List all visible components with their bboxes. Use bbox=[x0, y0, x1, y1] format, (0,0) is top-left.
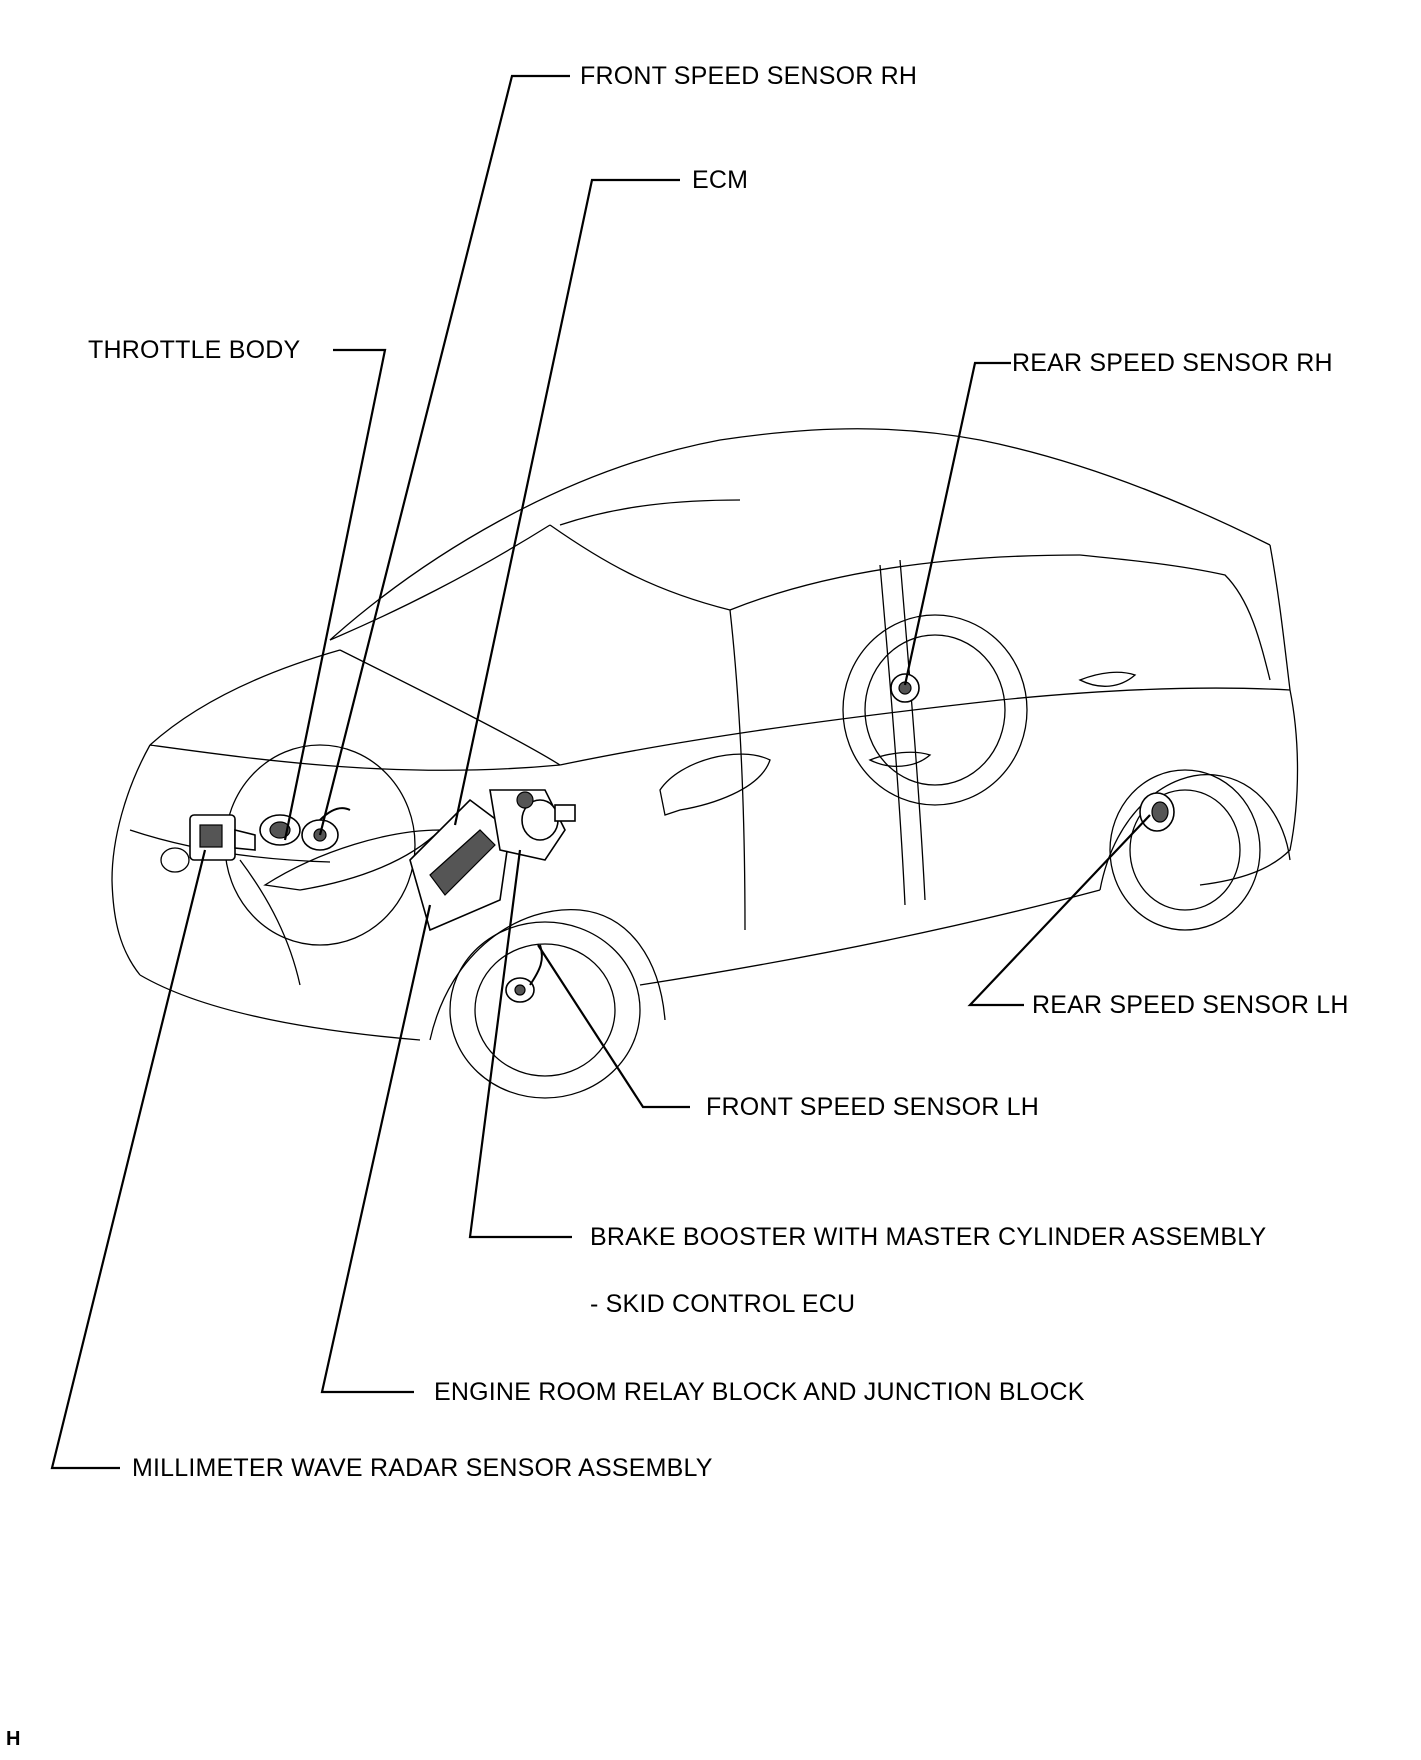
roof-line bbox=[329, 428, 1271, 641]
bumper-crease bbox=[239, 859, 301, 986]
roof-panel-line bbox=[559, 499, 741, 526]
leader-rear-speed-sensor-rh bbox=[903, 361, 1011, 686]
rear-window bbox=[1079, 554, 1271, 681]
label-front-speed-sensor-rh: FRONT SPEED SENSOR RH bbox=[580, 62, 918, 90]
leader-throttle-body bbox=[283, 348, 387, 841]
front-speed-sensor-lh-part bbox=[505, 944, 543, 1003]
a-pillar bbox=[549, 524, 731, 611]
front-left-wheel bbox=[449, 921, 641, 1099]
brake-booster-part bbox=[489, 789, 576, 861]
b-pillar-inner bbox=[879, 564, 906, 906]
hood-line bbox=[149, 744, 561, 771]
millimeter-wave-radar-part bbox=[189, 814, 256, 861]
leader-rear-speed-sensor-lh bbox=[967, 814, 1151, 1007]
leader-lines bbox=[50, 74, 1151, 1470]
leader-ecm bbox=[453, 178, 680, 826]
label-throttle-body: THROTTLE BODY bbox=[88, 336, 301, 364]
label-rear-speed-sensor-rh: REAR SPEED SENSOR RH bbox=[1012, 349, 1333, 377]
front-door-front bbox=[729, 609, 746, 931]
hood-front bbox=[149, 649, 341, 746]
windshield-edge bbox=[329, 524, 551, 641]
label-ecm: ECM bbox=[692, 166, 749, 194]
label-engine-room-relay-block: ENGINE ROOM RELAY BLOCK AND JUNCTION BLO… bbox=[434, 1378, 1085, 1406]
front-face bbox=[111, 744, 151, 976]
rear-right-wheel bbox=[842, 614, 1028, 806]
rear-door-handle bbox=[1078, 671, 1137, 687]
leader-engine-room-relay-block bbox=[320, 904, 432, 1394]
side-mirror bbox=[659, 753, 771, 816]
front-bumper bbox=[139, 974, 421, 1041]
engine-room-relay-block-part bbox=[409, 798, 511, 932]
label-millimeter-wave-radar: MILLIMETER WAVE RADAR SENSOR ASSEMBLY bbox=[132, 1454, 713, 1482]
rear-left-rim bbox=[1129, 789, 1241, 911]
rear-wheel-arch bbox=[1099, 773, 1291, 891]
leader-brake-booster bbox=[468, 849, 572, 1239]
front-left-rim bbox=[474, 943, 616, 1077]
label-brake-booster-line2: - SKID CONTROL ECU bbox=[590, 1290, 856, 1318]
rear-bumper bbox=[1199, 689, 1299, 886]
leader-millimeter-wave-radar bbox=[50, 849, 207, 1470]
b-pillar bbox=[899, 559, 926, 901]
rocker-line bbox=[639, 889, 1101, 986]
label-brake-booster-line1: BRAKE BOOSTER WITH MASTER CYLINDER ASSEM… bbox=[590, 1223, 1267, 1251]
car-outline bbox=[111, 428, 1299, 1099]
front-wheel-arch bbox=[429, 908, 666, 1041]
windshield-lower bbox=[339, 649, 561, 766]
beltline bbox=[559, 687, 1291, 766]
label-front-speed-sensor-lh: FRONT SPEED SENSOR LH bbox=[706, 1093, 1039, 1121]
fog-lamp bbox=[160, 847, 190, 873]
rear-speed-sensor-lh-part bbox=[1139, 792, 1175, 832]
leader-front-speed-sensor-rh bbox=[318, 74, 570, 836]
rear-speed-sensor-rh-part bbox=[890, 673, 920, 703]
rear-right-rim bbox=[864, 634, 1006, 786]
figure-code: H bbox=[6, 1728, 21, 1750]
throttle-body-part bbox=[259, 814, 301, 846]
label-rear-speed-sensor-lh: REAR SPEED SENSOR LH bbox=[1032, 991, 1349, 1019]
leader-front-speed-sensor-lh bbox=[537, 944, 690, 1109]
rear-hatch bbox=[1269, 544, 1291, 691]
window-top-line bbox=[729, 554, 1081, 611]
rear-left-wheel bbox=[1109, 769, 1261, 931]
